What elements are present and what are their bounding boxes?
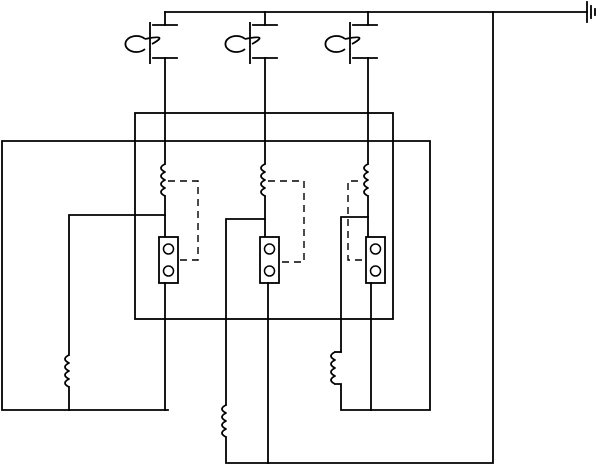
inductor-coil-icon xyxy=(330,351,336,385)
phase-2 xyxy=(221,11,305,464)
current-transformer-icon xyxy=(224,22,278,64)
phase-3 xyxy=(324,11,386,411)
relay-enclosure-inner xyxy=(134,112,394,320)
terminal-block-icon xyxy=(259,236,280,284)
terminal-block-icon xyxy=(158,236,179,284)
phase-2-tap xyxy=(225,218,266,406)
inductor-coil-icon xyxy=(64,354,70,388)
phase-1 xyxy=(64,11,199,411)
phase-3-dashed-link xyxy=(347,180,366,261)
current-transformer-icon xyxy=(324,22,378,64)
inductor-coil-icon xyxy=(260,163,266,197)
inductor-coil-icon xyxy=(160,163,166,197)
phase-3-tap xyxy=(340,216,369,353)
terminal-block-icon xyxy=(365,236,386,284)
phase-1-tap xyxy=(68,214,166,356)
phase-2-dashed-link xyxy=(268,180,305,263)
common-return xyxy=(267,11,494,464)
inductor-coil-icon xyxy=(221,404,227,438)
phase-1-dashed-link xyxy=(168,180,199,261)
inductor-coil-icon xyxy=(363,163,369,197)
current-transformer-icon xyxy=(124,22,178,64)
ground-icon xyxy=(586,1,596,23)
relay-enclosure-outer xyxy=(1,140,431,411)
